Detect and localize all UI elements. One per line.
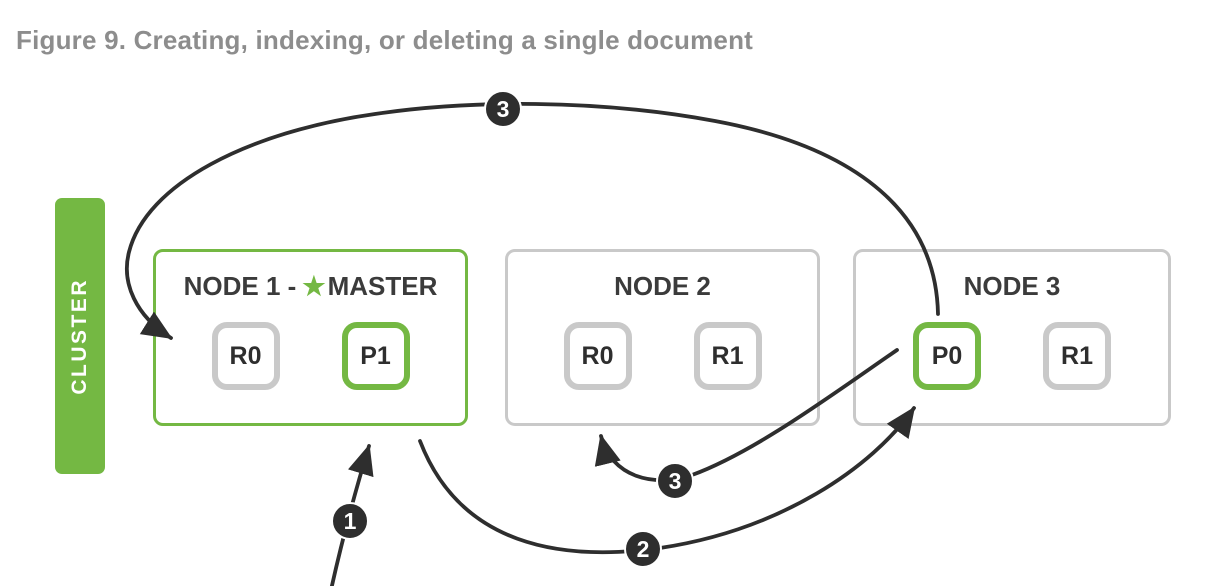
node-3-box: NODE 3 P0 R1 — [853, 249, 1171, 426]
badge-step3-top: 3 — [484, 90, 522, 128]
node-1-title-prefix: NODE 1 - — [183, 271, 297, 301]
cluster-label: CLUSTER — [68, 277, 91, 395]
shard-p1-node1: P1 — [341, 322, 410, 390]
badge-step2: 2 — [624, 530, 662, 568]
node-2-box: NODE 2 R0 R1 — [505, 249, 820, 426]
arrow-step2 — [418, 406, 916, 555]
figure-title: Figure 9. Creating, indexing, or deletin… — [16, 25, 754, 55]
node-1-shards: R0 P1 — [211, 322, 410, 390]
badge-step2-label: 2 — [637, 536, 650, 562]
shard-r1-node3: R1 — [1043, 322, 1111, 390]
master-star-icon: ★ — [302, 271, 326, 301]
node-1-box: NODE 1 -★MASTER R0 P1 — [153, 249, 468, 426]
node-3-shards: P0 R1 — [913, 322, 1111, 390]
node-3-title: NODE 3 — [963, 271, 1061, 301]
shard-r0-node1: R0 — [211, 322, 280, 390]
badge-step3-top-label: 3 — [497, 96, 510, 122]
badge-step1-label: 1 — [344, 508, 357, 534]
badge-step3-bottom: 3 — [656, 462, 694, 500]
node-2-title: NODE 2 — [614, 271, 711, 301]
arrow-step1 — [329, 444, 374, 586]
badge-step3-bottom-label: 3 — [669, 468, 682, 494]
shard-r1-node2: R1 — [693, 322, 762, 390]
badge-step1: 1 — [331, 502, 369, 540]
cluster-bar: CLUSTER — [55, 198, 105, 474]
shard-p0-node3: P0 — [913, 322, 981, 390]
node-1-title-suffix: MASTER — [327, 271, 438, 301]
node-1-title: NODE 1 -★MASTER — [184, 273, 438, 299]
node-2-shards: R0 R1 — [563, 322, 762, 390]
shard-r0-node2: R0 — [563, 322, 632, 390]
